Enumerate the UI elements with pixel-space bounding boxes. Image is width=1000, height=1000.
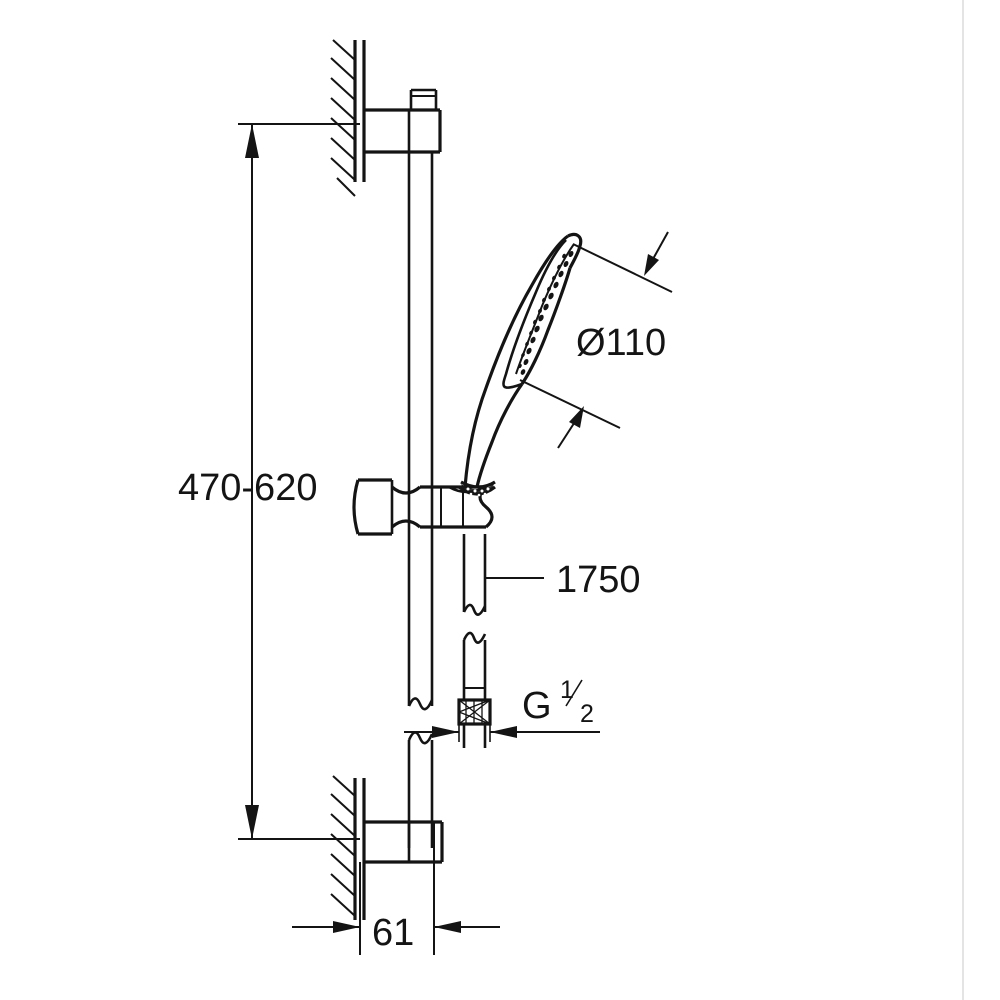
hand-shower [458,232,583,497]
shower-inlet-collar [458,480,496,497]
spray-nozzle-texture [518,250,574,375]
dimension-thread-size: G 1 2 [404,676,600,742]
wall-lower [330,775,366,920]
dimension-label-hose-length: 1750 [556,559,641,601]
dimension-label-thread-letter: G [522,685,552,727]
bottom-wall-bracket [364,820,444,864]
dimension-rail-height: 470-620 [178,123,360,840]
dimension-label-spray-diameter: Ø110 [576,322,666,364]
top-wall-bracket [364,88,442,154]
dimension-label-thread-denominator: 2 [580,700,594,728]
dimension-label-wall-projection: 61 [372,912,414,954]
dimension-hose-length: 1750 [485,559,641,601]
dimension-label-rail-height: 470-620 [178,467,317,509]
dimension-wall-projection: 61 [292,862,500,955]
shower-hose [457,534,492,748]
dimension-label-thread-numerator: 1 [560,676,574,704]
hose-connector-nut [457,698,492,726]
dimension-spray-diameter: Ø110 [519,231,673,449]
